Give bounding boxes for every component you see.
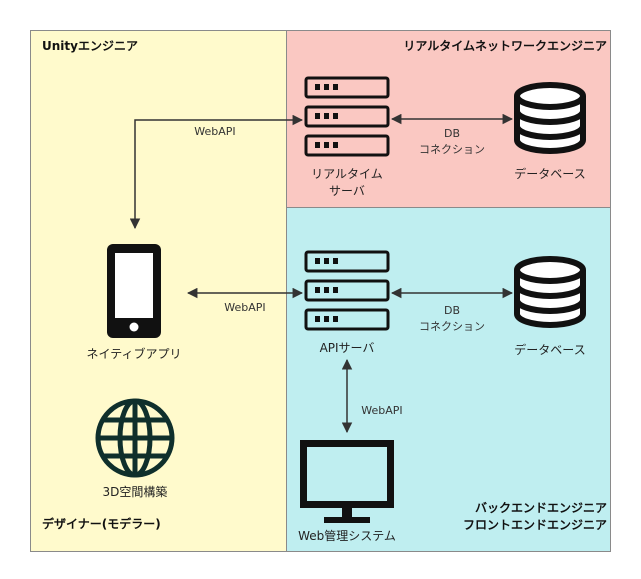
database-icon [514,82,586,154]
api-server-label: APIサーバ [319,341,375,355]
server-icon [304,250,390,331]
db-top-label: データベース [514,167,586,181]
smartphone-icon [107,244,161,338]
realtime-server-label-2: サーバ [329,184,365,198]
database-icon [514,256,586,328]
native-app-label: ネイティブアプリ [86,347,182,361]
edge-label-api-web: WebAPI [361,404,403,417]
db-bottom-label: データベース [514,343,586,357]
edge-label-api-db-2: コネクション [419,320,485,333]
edge-label-realtime-db-1: DB [443,127,461,140]
backend-region-title-1: バックエンドエンジニア [474,501,607,515]
monitor-icon [300,440,394,523]
edge-label-api-db-1: DB [443,304,461,317]
realtime-server-label-1: リアルタイム [311,167,383,181]
modeling-label: 3D空間構築 [102,485,168,499]
server-icon [304,76,390,157]
edge-app-realtime [129,114,304,230]
designer-title: デザイナー(モデラー) [42,517,161,531]
edge-label-realtime-db-2: コネクション [419,143,485,156]
edge-label-app-api: WebAPI [224,301,266,314]
web-admin-label: Web管理システム [298,529,396,543]
unity-region-title: Unityエンジニア [42,39,138,53]
realtime-region-title: リアルタイムネットワークエンジニア [403,39,607,53]
edge-label-app-realtime: WebAPI [194,125,236,138]
globe-icon [95,398,175,478]
backend-region-title-2: フロントエンドエンジニア [462,518,607,532]
